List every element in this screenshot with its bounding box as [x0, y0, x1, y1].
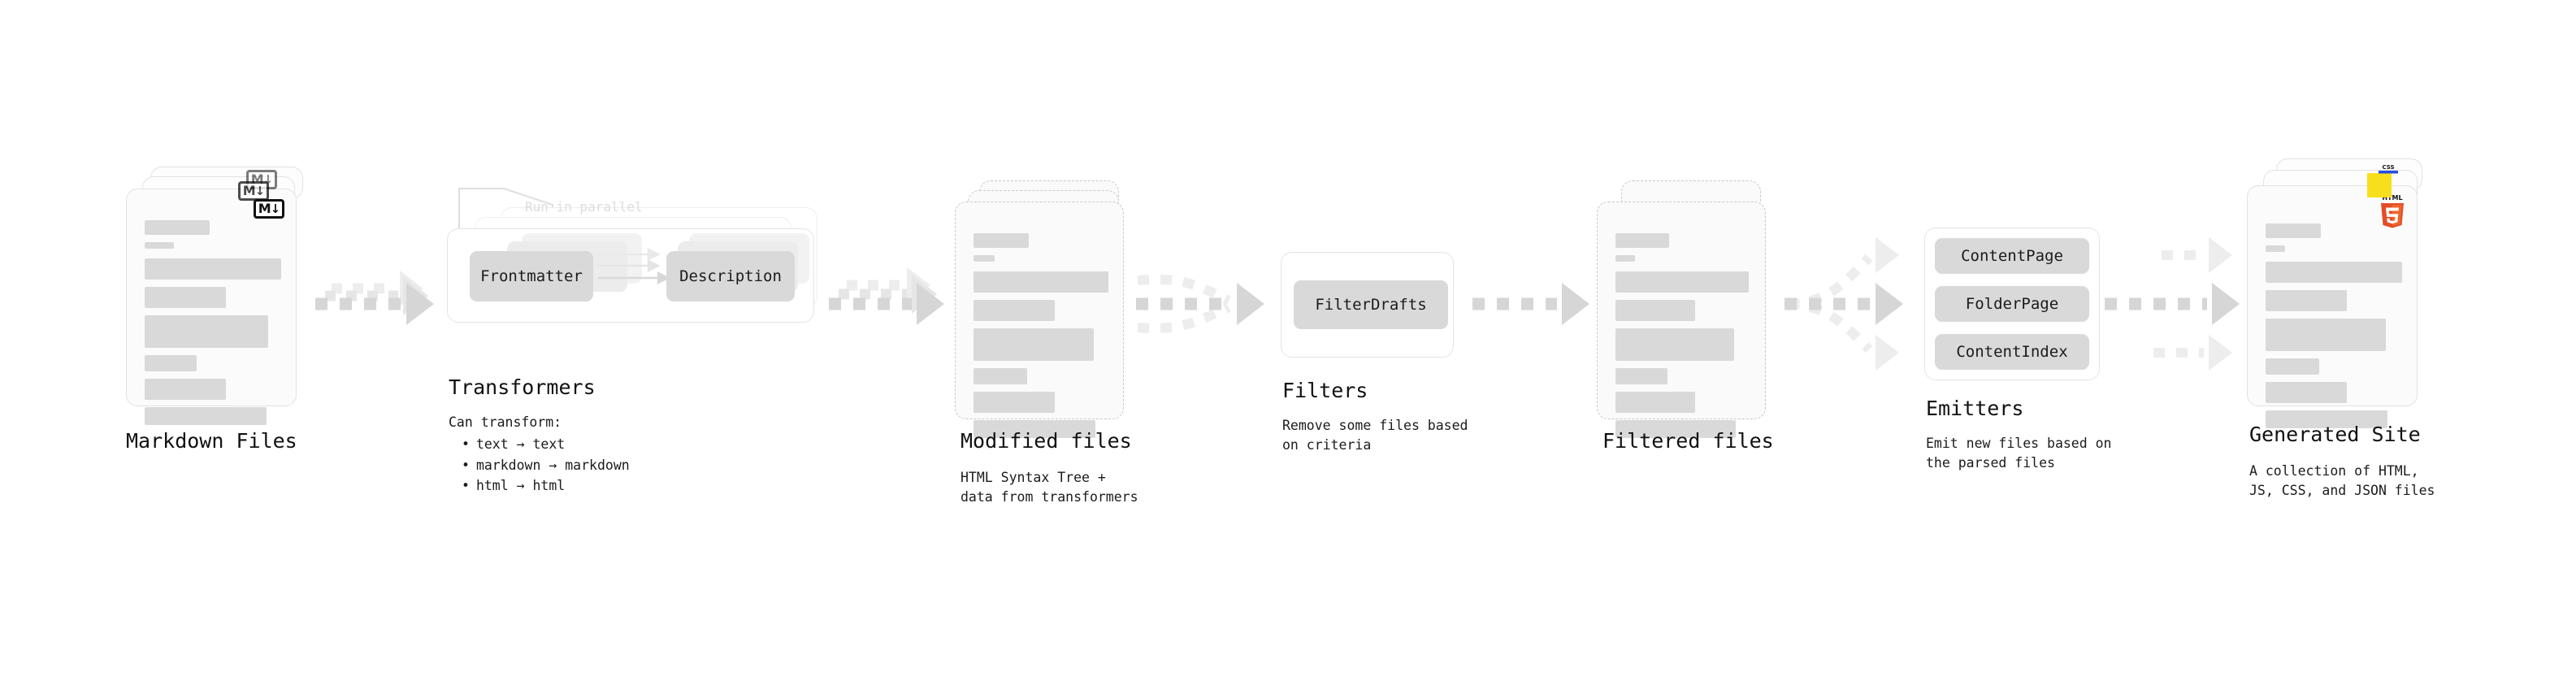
generated-site-description: A collection of HTML, JS, CSS, and JSON …	[2249, 463, 2435, 498]
bullet-item: markdown → markdown	[462, 455, 630, 476]
label-filtered-files: Filtered files	[1602, 429, 1774, 453]
css3-icon: CSS	[2379, 164, 2398, 174]
label-emitters: Emitters	[1926, 397, 2024, 420]
label-markdown-files: Markdown Files	[126, 429, 297, 453]
label-run-in-parallel: Run in parallel	[525, 199, 643, 215]
transformer-chip-description[interactable]: Description	[666, 251, 795, 301]
emitter-chip-contentindex[interactable]: ContentIndex	[1935, 334, 2089, 370]
stage-markdown-files: M↓ M↓ M↓	[126, 167, 313, 425]
stage-filtered-files	[1597, 180, 1784, 438]
transformer-internal-arrows	[598, 247, 670, 285]
label-filters: Filters	[1282, 379, 1368, 402]
emitter-chip-folderpage[interactable]: FolderPage	[1935, 286, 2089, 322]
markdown-icon-arrow: ↓	[270, 201, 281, 216]
bullet-item: html → html	[462, 475, 630, 497]
label-transformers: Transformers	[449, 375, 596, 399]
site-card-front: HTML	[2247, 185, 2418, 428]
transformers-bullet-list: text → text markdown → markdown html → h…	[462, 434, 630, 497]
bullet-item: text → text	[462, 434, 630, 455]
stage-modified-files	[955, 180, 1142, 438]
label-generated-site: Generated Site	[2249, 423, 2421, 446]
modified-card-front	[955, 202, 1124, 438]
file-skeleton-lines	[1615, 233, 1749, 445]
filter-chip-filterdrafts[interactable]: FilterDrafts	[1294, 280, 1448, 329]
label-modified-files: Modified files	[961, 429, 1132, 453]
markdown-icon-letter: M	[258, 201, 271, 216]
file-skeleton-lines	[2266, 223, 2402, 436]
js-icon	[2367, 173, 2392, 197]
transformers-desc-head: Can transform:	[449, 414, 562, 430]
emitter-chip-contentpage[interactable]: ContentPage	[1935, 238, 2089, 274]
modified-files-description: HTML Syntax Tree + data from transformer…	[961, 470, 1138, 505]
svg-text:HTML: HTML	[2382, 194, 2402, 202]
transformer-chip-frontmatter[interactable]: Frontmatter	[470, 251, 593, 301]
svg-text:CSS: CSS	[2382, 164, 2394, 171]
filtered-card-front	[1597, 202, 1766, 438]
emitters-description: Emit new files based on the parsed files	[1926, 436, 2112, 471]
markdown-icon: M↓	[254, 199, 284, 219]
markdown-icon-middle: M↓	[238, 181, 269, 201]
file-card-front: M↓	[126, 189, 297, 425]
file-skeleton-lines	[145, 220, 281, 432]
file-skeleton-lines	[974, 233, 1108, 445]
stage-generated-site: HTML CSS	[2247, 158, 2442, 428]
html5-icon: HTML	[2381, 194, 2404, 228]
filters-description: Remove some files based on criteria	[1282, 418, 1468, 453]
